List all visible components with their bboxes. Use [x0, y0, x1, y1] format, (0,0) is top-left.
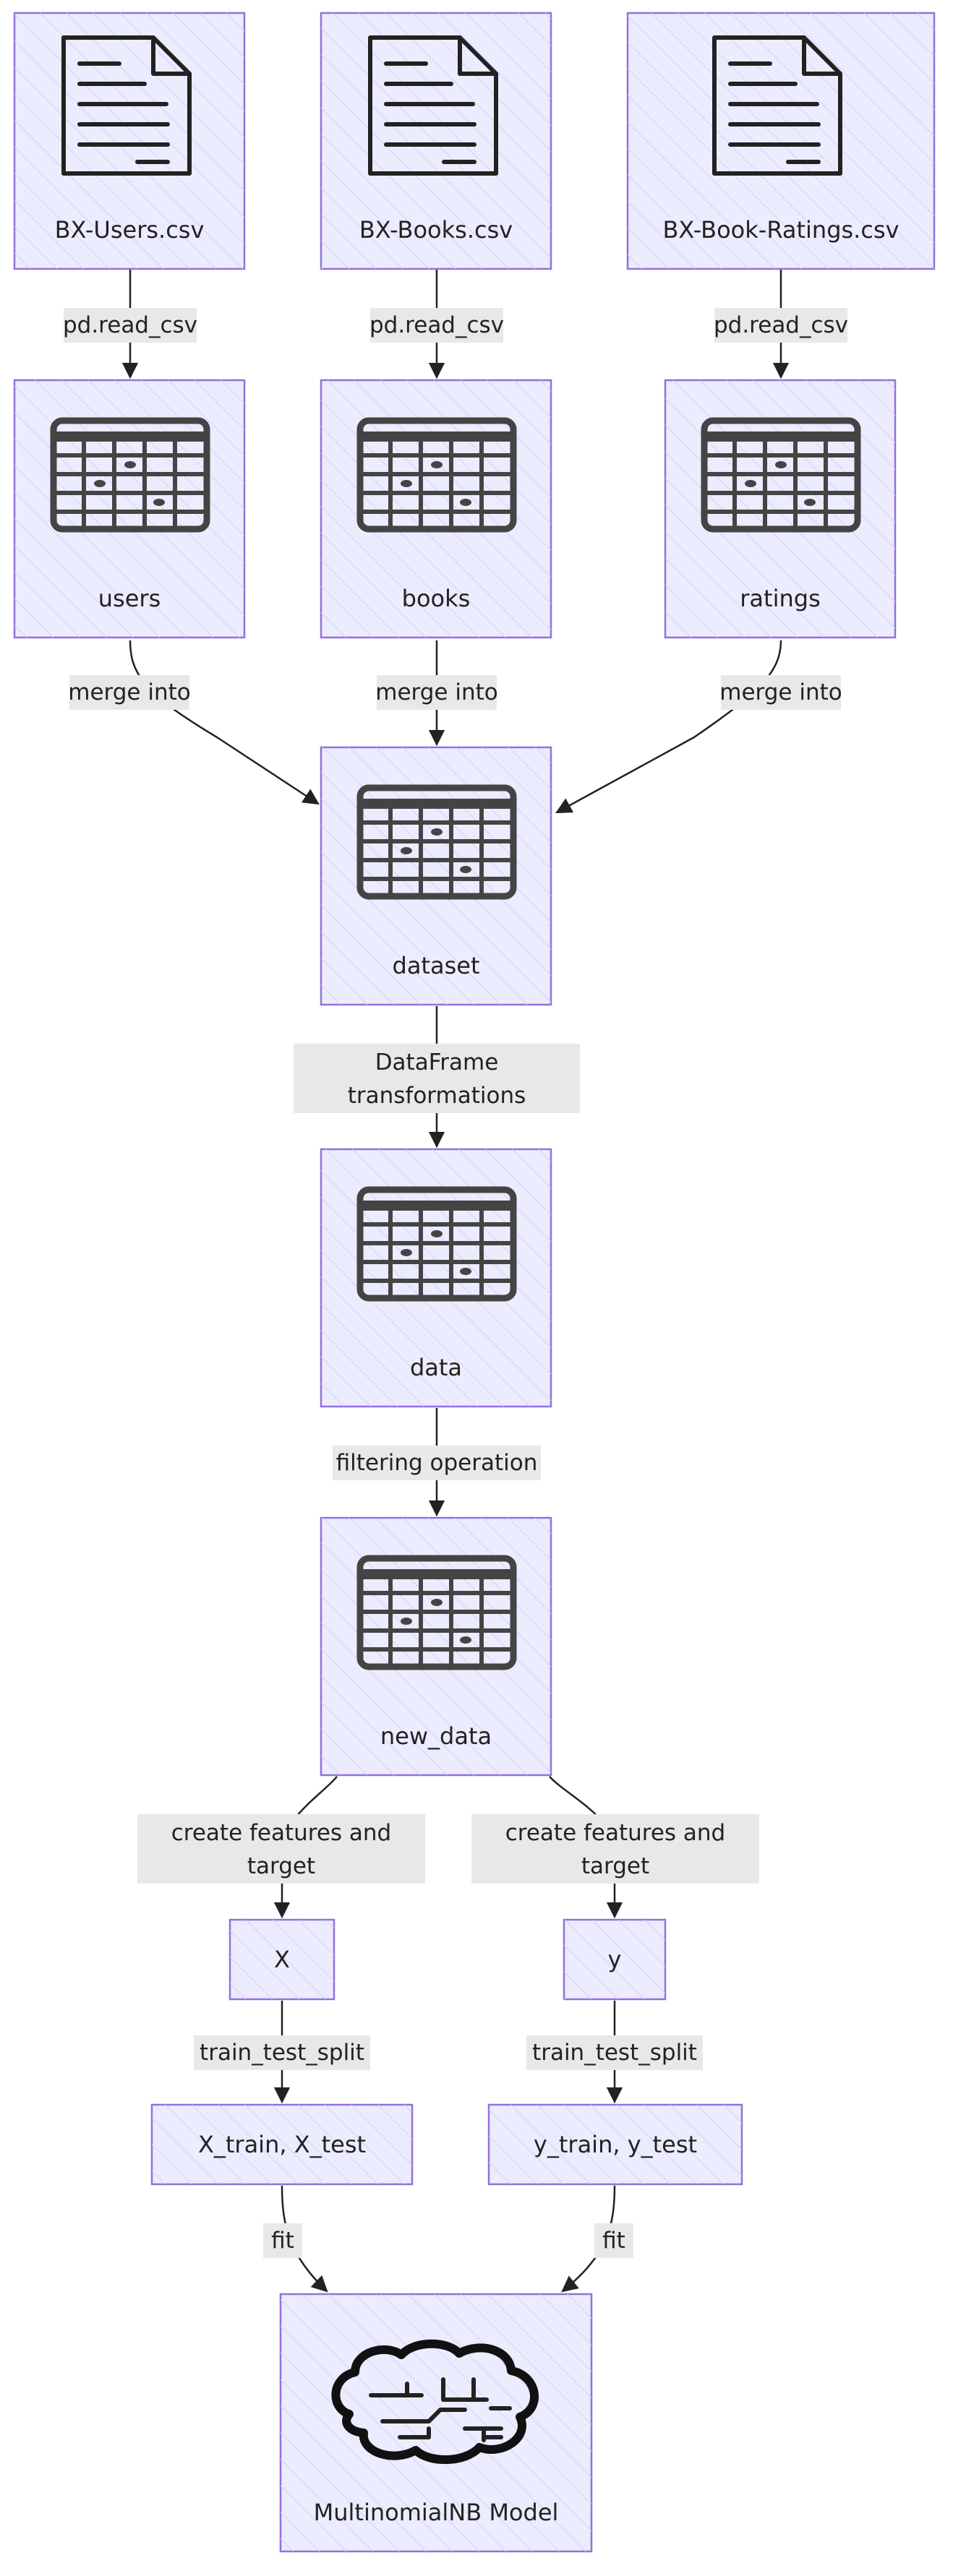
edge-label-merge-ratings: merge into: [719, 679, 842, 705]
node-users[interactable]: users: [13, 379, 246, 639]
node-label-ratings: ratings: [740, 585, 820, 612]
node-label-books-csv: BX-Books.csv: [359, 216, 513, 244]
edge-merge-users: [129, 640, 320, 805]
edge-label-transform-line1: DataFrame: [375, 1049, 499, 1076]
node-model[interactable]: MultinomialNB Model: [279, 2293, 593, 2553]
node-label-dataset: dataset: [393, 952, 480, 979]
node-books-csv[interactable]: BX-Books.csv: [320, 12, 552, 270]
edge-label-features-y-line1: create features and: [505, 1820, 726, 1846]
edge-label-read-books: pd.read_csv: [369, 312, 504, 338]
edge-label-fit-x: fit: [271, 2228, 294, 2254]
node-label-x: X: [274, 1946, 290, 1973]
node-label-data: data: [410, 1354, 462, 1381]
node-label-books: books: [402, 585, 471, 612]
edge-label-split-x: train_test_split: [200, 2040, 364, 2066]
edge-label-filter: filtering operation: [336, 1450, 538, 1476]
node-books[interactable]: books: [320, 379, 552, 639]
edge-label-features-x-line2: target: [247, 1853, 315, 1879]
edge-label-read-ratings: pd.read_csv: [714, 312, 848, 338]
edge-labels: pd.read_csv pd.read_csv pd.read_csv merg…: [63, 308, 848, 2258]
table-icon: [360, 1190, 513, 1298]
node-x[interactable]: X: [228, 1918, 336, 2001]
node-label-ratings-csv: BX-Book-Ratings.csv: [662, 216, 899, 244]
node-label-new-data: new_data: [380, 1722, 492, 1750]
edge-label-fit-y: fit: [602, 2228, 625, 2254]
node-y[interactable]: y: [563, 1918, 667, 2001]
edge-merge-ratings: [555, 640, 782, 814]
node-y-split[interactable]: y_train, y_test: [487, 2103, 743, 2186]
node-label-y: y: [608, 1946, 622, 1973]
node-label-y-split: y_train, y_test: [534, 2131, 697, 2158]
edge-label-read-users: pd.read_csv: [63, 312, 197, 338]
node-label-model: MultinomialNB Model: [314, 2499, 559, 2526]
node-ratings[interactable]: ratings: [664, 379, 897, 639]
edge-label-merge-users: merge into: [68, 679, 190, 705]
node-dataset[interactable]: dataset: [320, 746, 552, 1006]
edge-label-merge-books: merge into: [375, 679, 497, 705]
node-label-users-csv: BX-Users.csv: [55, 216, 205, 244]
node-label-users: users: [98, 585, 161, 612]
node-ratings-csv[interactable]: BX-Book-Ratings.csv: [626, 12, 936, 270]
node-x-split[interactable]: X_train, X_test: [150, 2103, 414, 2186]
node-data[interactable]: data: [320, 1148, 552, 1408]
edge-label-features-x-line1: create features and: [171, 1820, 392, 1846]
node-users-csv[interactable]: BX-Users.csv: [13, 12, 246, 270]
edge-label-split-y: train_test_split: [532, 2040, 697, 2066]
table-icon: [704, 421, 858, 529]
table-icon: [360, 421, 513, 529]
node-new-data[interactable]: new_data: [320, 1516, 552, 1777]
edge-label-features-y-line2: target: [581, 1853, 649, 1879]
node-label-x-split: X_train, X_test: [198, 2131, 366, 2158]
table-icon: [54, 421, 207, 529]
table-icon: [360, 1558, 513, 1667]
edge-label-transform-line2: transformations: [348, 1083, 526, 1109]
table-icon: [360, 788, 513, 896]
